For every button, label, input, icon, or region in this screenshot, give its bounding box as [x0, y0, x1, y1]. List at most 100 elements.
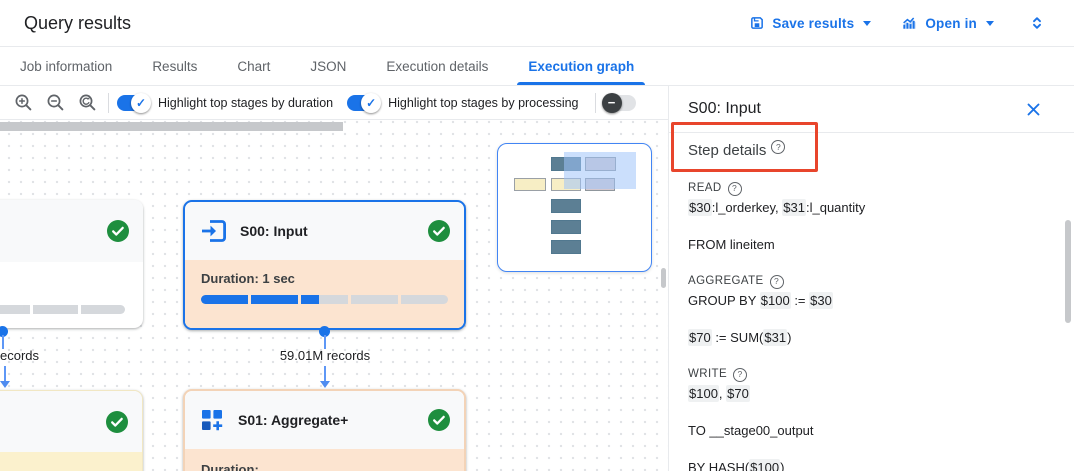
open-in-button[interactable]: Open in [901, 15, 994, 32]
tab-job-information[interactable]: Job information [20, 58, 113, 74]
step-section: AGGREGATE?GROUP BY $100 := $30 [688, 272, 1054, 310]
neighbor-duration-bar [0, 305, 125, 314]
open-in-label: Open in [925, 15, 977, 31]
step-section: BY HASH($100) [688, 458, 1054, 471]
edge-arrowhead-icon [0, 381, 10, 388]
stage-card-s00[interactable]: S00: Input Duration: 1 sec [183, 200, 466, 330]
panel-header: S00: Input [669, 86, 1074, 133]
input-stage-icon [199, 218, 227, 244]
graph-canvas[interactable]: S00: Input Duration: 1 sec 59.01M record… [0, 120, 668, 471]
step-section-label: AGGREGATE? [688, 272, 1054, 291]
tab-results[interactable]: Results [152, 58, 198, 74]
step-text: FROM lineitem [688, 237, 775, 252]
stage-card-s01[interactable]: S01: Aggregate+ Duration: [183, 389, 466, 471]
tab-chart[interactable]: Chart [237, 58, 271, 74]
step-section-row: $100, $70 [688, 384, 1054, 403]
edge-dot [0, 326, 8, 337]
register-chip: $100 [688, 385, 719, 402]
step-text: TO __stage00_output [688, 423, 814, 438]
step-details-heading: Step details ? [688, 140, 1054, 164]
panel-scrollbar[interactable] [1065, 220, 1071, 323]
save-results-label: Save results [772, 15, 855, 31]
register-chip: $70 [688, 329, 712, 346]
execution-graph-pane: ✓ Highlight top stages by duration ✓ Hig… [0, 86, 668, 471]
step-section: FROM lineitem [688, 235, 1054, 254]
edge-dot [319, 326, 330, 337]
minimap-stage-rect [551, 240, 581, 254]
stage-duration-label-partial: Duration: [201, 462, 259, 471]
step-text: ) [780, 460, 785, 471]
step-section-label: WRITE? [688, 365, 1054, 384]
zoom-out-icon[interactable] [42, 90, 68, 116]
open-in-caret-icon [986, 20, 994, 26]
step-text: BY HASH( [688, 460, 750, 471]
step-section-row: GROUP BY $100 := $30 [688, 291, 1054, 310]
help-icon[interactable]: ? [733, 367, 748, 382]
step-text: GROUP BY [688, 293, 760, 308]
toolbar-divider-2 [594, 92, 596, 113]
duration-bar-segment [301, 295, 348, 304]
stage-title: S00: Input [240, 223, 308, 239]
duration-bar-segment [80, 305, 125, 314]
step-section: READ?$30:l_orderkey, $31:l_quantity [688, 179, 1054, 217]
register-chip: $100 [749, 459, 781, 471]
step-section-row: TO __stage00_output [688, 421, 1054, 440]
stage-card-partial-bottom[interactable] [0, 390, 143, 471]
step-text: :l_quantity [805, 200, 866, 215]
edge-line [323, 335, 326, 349]
step-section-row: $30:l_orderkey, $31:l_quantity [688, 198, 1054, 217]
tab-bar: Job information Results Chart JSON Execution… [0, 47, 1074, 86]
zoom-in-icon[interactable] [10, 90, 36, 116]
close-icon[interactable] [1024, 100, 1042, 118]
stage-title: S01: Aggregate+ [238, 412, 349, 428]
bar-chart-icon [901, 15, 918, 32]
canvas-horizontal-scrollbar[interactable] [0, 122, 343, 131]
edge-records-label: 59.01M records [279, 348, 371, 363]
duration-bar-segment [251, 295, 298, 304]
edge-line [4, 366, 6, 382]
register-chip: $31 [763, 329, 788, 346]
edge-records-label-partial: ecords [0, 348, 40, 363]
tab-execution-details[interactable]: Execution details [386, 58, 489, 74]
minimap[interactable] [497, 143, 652, 272]
help-icon[interactable]: ? [727, 181, 742, 196]
save-results-caret-icon [863, 20, 872, 26]
highlight-duration-toggle[interactable]: ✓ [117, 92, 151, 113]
step-text: ) [787, 330, 792, 345]
canvas-vertical-scrollbar[interactable] [661, 268, 666, 288]
dark-mode-toggle[interactable]: − [601, 92, 636, 113]
step-text: := [790, 293, 810, 308]
step-section: TO __stage00_output [688, 421, 1054, 440]
step-text: , [718, 386, 727, 401]
duration-bar-segment [201, 295, 248, 304]
step-section-label: READ? [688, 179, 1054, 198]
page-title: Query results [24, 12, 132, 33]
results-header: Query results Save results Open in [0, 0, 1074, 47]
s00-duration-bar [201, 295, 448, 304]
tab-execution-graph[interactable]: Execution graph [508, 47, 654, 85]
duration-bar-segment [0, 305, 31, 314]
duration-bar-segment [351, 295, 398, 304]
stage-complete-icon [106, 410, 128, 433]
header-actions: Save results Open in [749, 10, 1050, 36]
stage-card-partial-top[interactable] [0, 200, 143, 328]
stage-complete-icon [428, 220, 450, 242]
panel-title: S00: Input [688, 100, 761, 117]
zoom-reset-icon[interactable] [74, 90, 100, 116]
step-section-row: BY HASH($100) [688, 458, 1054, 471]
register-chip: $30 [809, 292, 833, 309]
step-section-row: $70 := SUM($31) [688, 328, 1054, 347]
stage-complete-icon [428, 409, 450, 431]
highlight-processing-toggle[interactable]: ✓ [347, 92, 382, 113]
duration-bar-segment [401, 295, 448, 304]
highlight-duration-label: Highlight top stages by duration [158, 95, 334, 110]
expand-collapse-button[interactable] [1024, 10, 1050, 36]
tab-json[interactable]: JSON [310, 58, 347, 74]
help-icon[interactable]: ? [769, 274, 784, 289]
minimap-viewport[interactable] [564, 152, 636, 189]
stage-complete-icon [107, 220, 129, 242]
save-results-button[interactable]: Save results [749, 15, 872, 31]
help-icon[interactable]: ? [771, 140, 786, 154]
